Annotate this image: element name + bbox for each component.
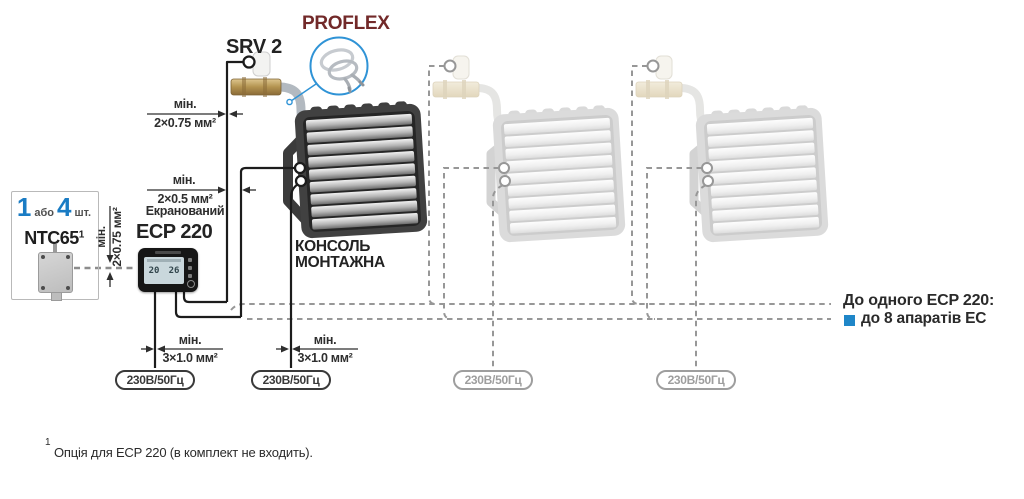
power-cable-1-min: мін. <box>178 333 202 347</box>
blue-square-bullet <box>844 315 855 326</box>
ecp220-label: ECP 220 <box>136 221 213 243</box>
valve-icon-3 <box>635 55 683 99</box>
footnote-text: Опція для ECP 220 (в комплект не входить… <box>54 445 313 460</box>
qty-unit: шт. <box>74 207 92 219</box>
signal-cable-min: мін. <box>172 173 196 187</box>
capacity-note-line1: До одного ECP 220: <box>843 292 995 309</box>
display-temp-right: 26 <box>168 265 180 276</box>
console-label-line1: КОНСОЛЬ <box>295 238 371 255</box>
wiring-solid <box>153 60 299 368</box>
footnote-sup: 1 <box>45 437 51 448</box>
measurement-arrows <box>106 110 358 353</box>
valve-cable-spec: 2×0.75 мм² <box>154 116 216 130</box>
qty-or: або <box>34 207 54 219</box>
heater-unit-2 <box>486 105 626 243</box>
ntc65-sensor-icon <box>38 244 73 301</box>
power-cable-1-spec: 3×1.0 мм² <box>162 351 218 365</box>
power-supply-pill-4: 230В/50Гц <box>656 370 736 390</box>
ecp220-button-down <box>188 274 192 278</box>
srv2-valve-icon <box>230 51 282 97</box>
proflex-label: PROFLEX <box>302 13 390 34</box>
srv2-label: SRV 2 <box>226 36 282 58</box>
power-supply-pill-1: 230В/50Гц <box>115 370 195 390</box>
ntc65-footnote-ref: 1 <box>78 229 85 241</box>
qty-second: 4 <box>56 192 72 222</box>
qty-first: 1 <box>16 192 32 222</box>
power-cable-2-spec: 3×1.0 мм² <box>297 351 353 365</box>
ecp220-controller: 20 26 <box>138 248 198 292</box>
display-temp-left: 20 <box>148 265 160 276</box>
signal-cable-note: Екранований <box>145 204 225 218</box>
ecp220-display: 20 26 <box>144 257 184 284</box>
heater-unit-1 <box>283 101 428 239</box>
proflex-zoom-icon <box>286 36 369 106</box>
ecp220-power-icon <box>187 280 195 288</box>
ecp220-button-up <box>188 258 192 262</box>
power-cable-2-min: мін. <box>313 333 337 347</box>
ntc65-label: NTC651 <box>11 228 97 249</box>
capacity-note-line2: до 8 апаратів EC <box>861 310 987 327</box>
power-supply-pill-3: 230В/50Гц <box>453 370 533 390</box>
sensor-cable-min: мін. <box>94 226 108 248</box>
control-bus-dashed <box>230 65 831 368</box>
ecp220-brand-strip <box>155 251 181 254</box>
sensor-cable-spec: 2×0.75 мм² <box>110 207 124 267</box>
heater-unit-3 <box>689 105 829 243</box>
console-label-line2: МОНТАЖНА <box>295 254 385 271</box>
sensor-quantity: 1 або 4 шт. <box>13 192 95 222</box>
valve-icon-2 <box>432 55 480 99</box>
ecp220-button-mode <box>188 266 192 270</box>
signal-cable-spec: 2×0.5 мм² <box>157 192 213 206</box>
connection-points <box>242 55 714 188</box>
power-supply-pill-2: 230В/50Гц <box>251 370 331 390</box>
ntc65-name: NTC65 <box>24 228 79 248</box>
valve-cable-min: мін. <box>173 97 197 111</box>
